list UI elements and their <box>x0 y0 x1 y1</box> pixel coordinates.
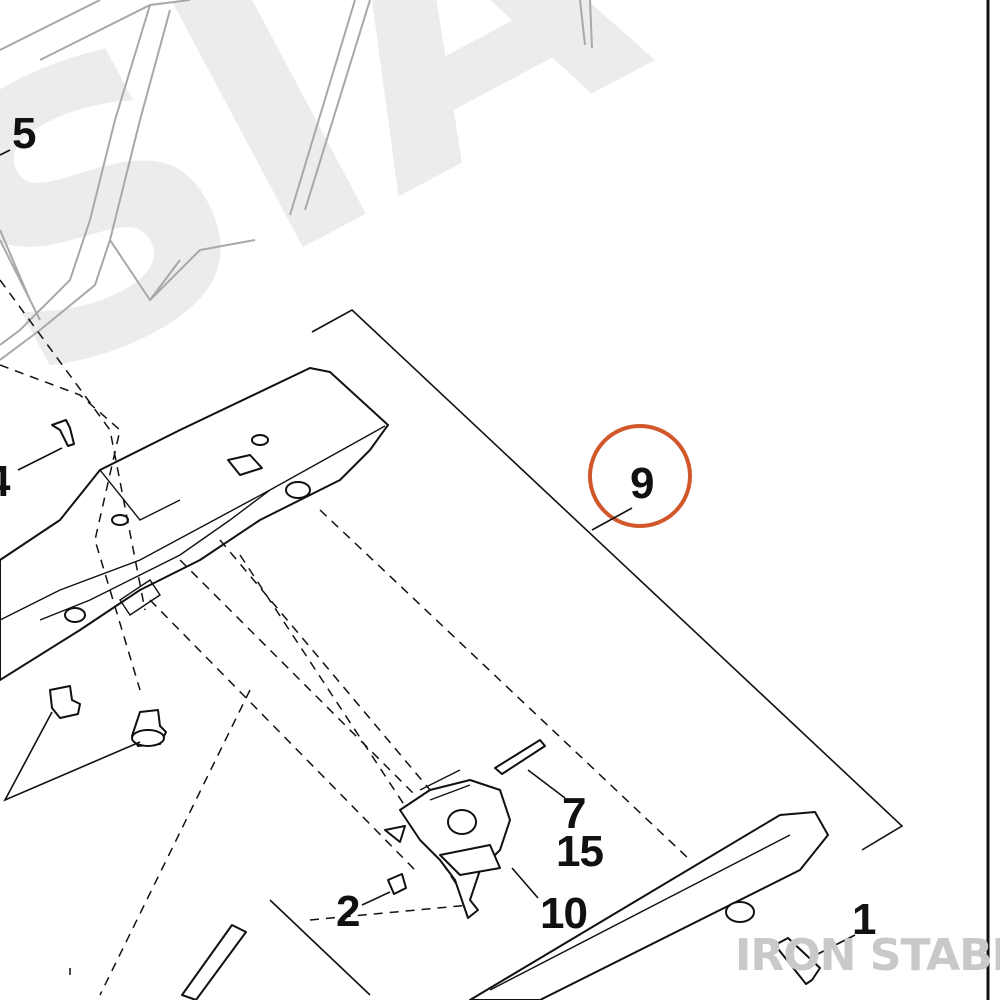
fender-bracket <box>0 367 389 681</box>
callout-5: 5 <box>12 109 36 158</box>
brand-watermark: IRON STABLE <box>735 930 1000 981</box>
screw-4 <box>51 419 75 447</box>
guide-lines <box>3 689 371 996</box>
leader-lines <box>0 149 856 959</box>
lower-bolts <box>49 685 167 747</box>
tail-bracket <box>469 811 829 1000</box>
callout-15: 15 <box>556 827 603 876</box>
pin-7 <box>494 739 546 775</box>
callout-1: 1 <box>852 895 876 944</box>
rear-frame-outline <box>0 0 593 361</box>
callout-7: 7 <box>562 789 585 838</box>
callout-4: 4 <box>0 457 11 506</box>
highlight-ring-9 <box>588 424 692 528</box>
latch-mechanism-10 <box>384 769 511 919</box>
assembly-dashed-lines <box>0 279 691 921</box>
callout-labels: 5 4 9 7 15 2 10 1 <box>0 109 877 944</box>
callout-9: 9 <box>630 459 653 508</box>
rod <box>181 924 247 1000</box>
screw-1 <box>774 937 821 985</box>
callout-2: 2 <box>336 887 359 936</box>
callout-10: 10 <box>540 889 587 938</box>
nut-2 <box>387 873 407 895</box>
assembly-bracket <box>311 309 904 851</box>
